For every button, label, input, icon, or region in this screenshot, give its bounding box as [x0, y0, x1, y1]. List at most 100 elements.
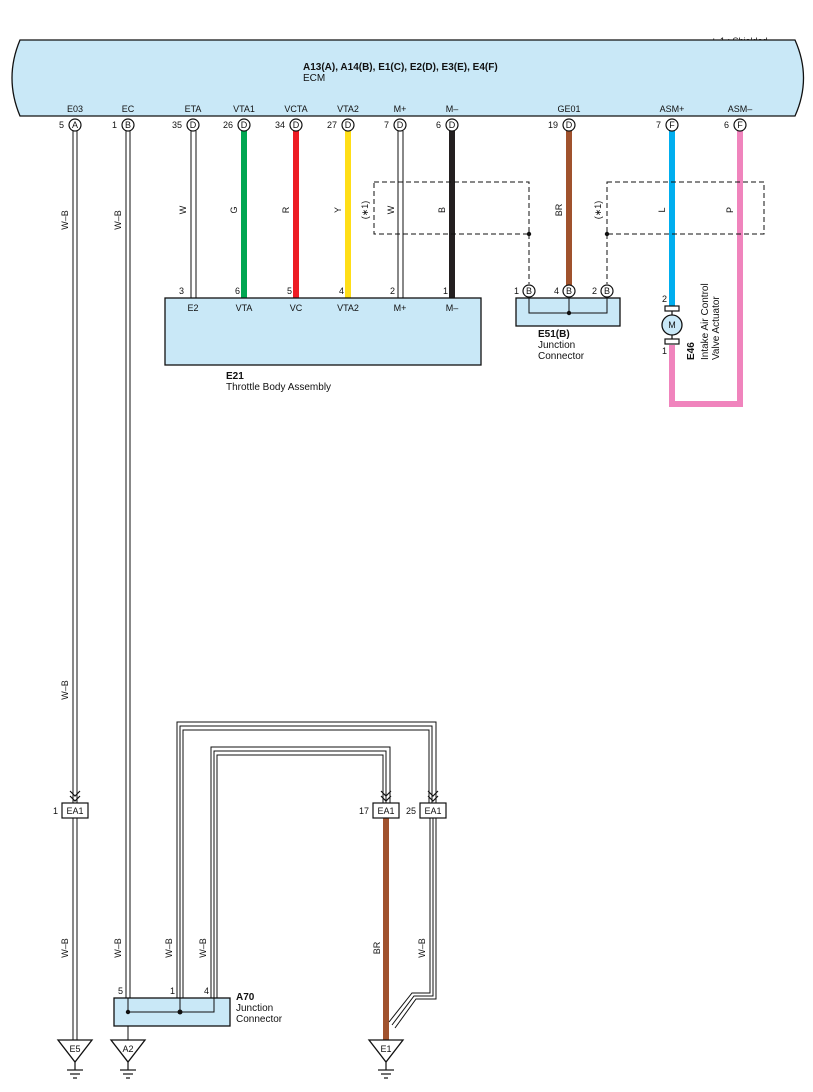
- svg-text:2: 2: [592, 286, 597, 296]
- svg-text:25: 25: [406, 806, 416, 816]
- throttle-pin-num: 3: [179, 286, 184, 296]
- wire-eta: [190, 131, 197, 298]
- throttle-pin-num: 6: [235, 286, 240, 296]
- ecm-pin-e03: A 5: [59, 118, 82, 132]
- svg-text:D: D: [241, 120, 248, 130]
- svg-text:B: B: [526, 286, 532, 296]
- a70-code: A70: [236, 992, 255, 1003]
- wire-ec: [125, 131, 131, 998]
- svg-text:D: D: [190, 120, 197, 130]
- svg-text:1: 1: [514, 286, 519, 296]
- e46-terminal-bottom: [664, 338, 680, 345]
- terminal-label-ge01: GE01: [557, 104, 580, 114]
- shield-label-left: (∗1): [360, 201, 370, 220]
- svg-text:26: 26: [223, 120, 233, 130]
- ecm-pin-vta2: D 27: [327, 118, 355, 132]
- e51-line2: Connector: [538, 351, 585, 362]
- terminal-label-asmplus: ASM+: [660, 104, 685, 114]
- wire-label-a70-4: W–B: [198, 938, 208, 958]
- svg-text:F: F: [737, 120, 743, 130]
- wire-ea1-25: [388, 818, 437, 1029]
- a70-pin: 5: [118, 986, 123, 996]
- ecm-box: [11, 39, 805, 117]
- throttle-pin-num: 2: [390, 286, 395, 296]
- wire-label-asmminus: P: [725, 207, 735, 213]
- throttle-name: Throttle Body Assembly: [226, 382, 331, 393]
- wire-a70-1: [176, 721, 437, 1005]
- wire-label-ea1-17: BR: [372, 941, 382, 954]
- svg-text:19: 19: [548, 120, 558, 130]
- svg-text:F: F: [669, 120, 675, 130]
- wire-e03-ground: [72, 818, 78, 1040]
- svg-text:D: D: [345, 120, 352, 130]
- throttle-pin-num: 1: [443, 286, 448, 296]
- svg-text:B: B: [604, 286, 610, 296]
- ea1-connector-25: EA1 25: [406, 802, 447, 819]
- ecm-pin-asmminus: F 6: [724, 118, 747, 132]
- ground-e5: E5: [57, 1039, 93, 1079]
- e51-pin-4: B 4: [554, 284, 576, 298]
- ecm-pin-ge01: D 19: [548, 118, 576, 132]
- shield-actuator: [606, 181, 765, 235]
- svg-text:1: 1: [53, 806, 58, 816]
- ecm-pin-vta1: D 26: [223, 118, 251, 132]
- svg-text:E5: E5: [69, 1044, 80, 1054]
- ea1-arrow: [69, 790, 81, 802]
- svg-text:34: 34: [275, 120, 285, 130]
- wire-e03: [72, 131, 78, 803]
- wire-label-mplus: W: [386, 205, 396, 214]
- svg-text:1: 1: [112, 120, 117, 130]
- wire-label-a70-1: W–B: [164, 938, 174, 958]
- wire-label-vta1: G: [229, 206, 239, 213]
- ecm-pin-eta: D 35: [172, 118, 200, 132]
- ecm-name: ECM: [303, 73, 325, 84]
- svg-text:D: D: [397, 120, 404, 130]
- ground-a2: A2: [110, 1039, 146, 1079]
- svg-text:E1: E1: [380, 1044, 391, 1054]
- svg-text:B: B: [125, 120, 131, 130]
- e46-pin-top: 2: [662, 294, 667, 304]
- throttle-code: E21: [226, 371, 244, 382]
- throttle-pin-label: VTA: [236, 303, 253, 313]
- terminal-label-eta: ETA: [185, 104, 202, 114]
- e51-line1: Junction: [538, 340, 575, 351]
- e51-pin-1: B 1: [514, 284, 536, 298]
- terminal-label-asmminus: ASM–: [728, 104, 753, 114]
- e46-line2: Valve Actuator: [711, 296, 722, 360]
- a70-pin: 1: [170, 986, 175, 996]
- svg-text:35: 35: [172, 120, 182, 130]
- wire-label-asmplus: L: [657, 207, 667, 212]
- e46-motor: [661, 314, 683, 336]
- ecm-connectors: A13(A), A14(B), E1(C), E2(D), E3(E), E4(…: [303, 62, 498, 73]
- wire-label-vcta: R: [281, 206, 291, 213]
- svg-text:17: 17: [359, 806, 369, 816]
- ecm-pin-mplus: D 7: [384, 118, 407, 132]
- svg-text:D: D: [293, 120, 300, 130]
- throttle-body-box: [164, 297, 482, 366]
- svg-text:5: 5: [59, 120, 64, 130]
- junction-dot: [526, 231, 532, 237]
- wire-label-eta: W: [178, 205, 188, 214]
- wire-label-e03-bottom: W–B: [60, 938, 70, 958]
- svg-text:27: 27: [327, 120, 337, 130]
- svg-text:EA1: EA1: [377, 806, 394, 816]
- wire-label-vta2: Y: [333, 207, 343, 213]
- wire-asmminus: [669, 131, 743, 407]
- terminal-label-vta2: VTA2: [337, 104, 359, 114]
- e46-pin-bottom: 1: [662, 346, 667, 356]
- e46-terminal-top: [664, 305, 680, 312]
- a70-line1: Junction: [236, 1003, 273, 1014]
- wire-mplus: [397, 131, 404, 298]
- throttle-pin-num: 5: [287, 286, 292, 296]
- wire-label-e03: W–B: [60, 210, 70, 230]
- ecm-pin-vcta: D 34: [275, 118, 303, 132]
- ecm-pin-ec: B 1: [112, 118, 135, 132]
- a70-pin: 4: [204, 986, 209, 996]
- shield-throttle: [373, 181, 530, 235]
- junction-dot: [125, 1009, 131, 1015]
- e51-pin-2: B 2: [592, 284, 614, 298]
- wire-label-ec-bottom: W–B: [113, 938, 123, 958]
- ea1-connector-17: EA1 17: [359, 802, 400, 819]
- e51-code: E51(B): [538, 329, 570, 340]
